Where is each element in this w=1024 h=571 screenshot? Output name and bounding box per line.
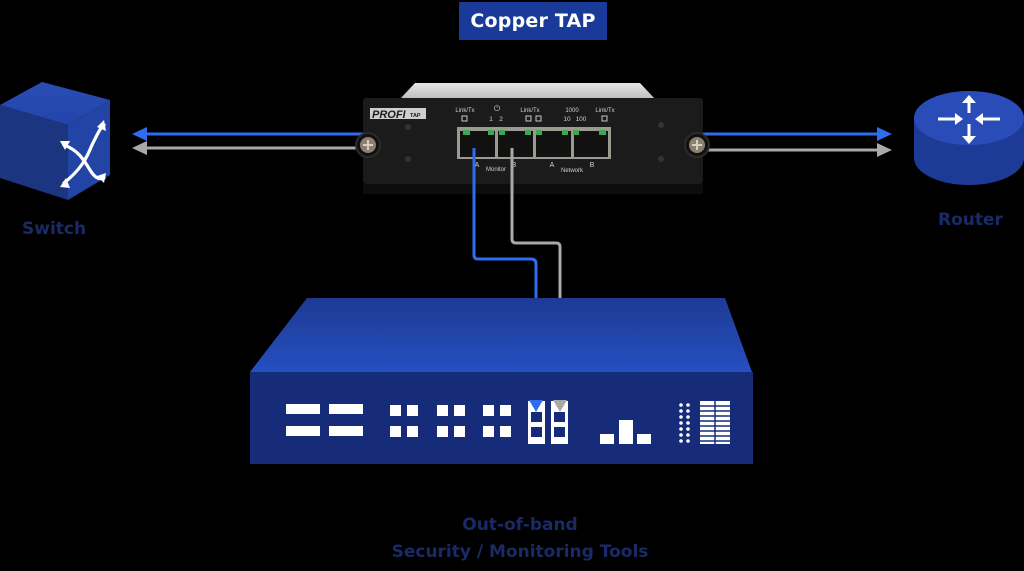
status-led-icon	[525, 115, 532, 122]
tap-logo-brand: PROFI	[372, 109, 407, 121]
router-top	[914, 91, 1024, 145]
tool-slot-group-wide	[286, 404, 363, 436]
tool-front-face	[250, 372, 753, 464]
status-led-icon	[461, 115, 468, 122]
monitoring-tool-label-line1: Out-of-band	[462, 515, 578, 535]
led-label: Link/Tx	[595, 108, 614, 114]
port-letter: B	[512, 162, 517, 169]
status-led-icon	[601, 115, 608, 122]
arrow-right-blue-icon	[877, 127, 892, 141]
tap-logo-plate	[370, 108, 426, 119]
rj45-port-monitor-b	[488, 130, 533, 157]
router-four-arrows-icon	[938, 95, 1000, 144]
arrow-down-gray-icon	[553, 400, 567, 412]
tool-vent-lines	[700, 401, 730, 444]
power-symbol-icon: ⏻	[494, 104, 501, 113]
arrow-right-gray-icon	[877, 143, 892, 157]
arrow-left-gray-icon	[132, 141, 147, 155]
tool-port-quad	[437, 405, 465, 437]
tool-port-quad	[390, 405, 418, 437]
tool-rj45-port-gray-input	[551, 401, 568, 444]
network-links	[132, 127, 892, 157]
rj45-port-network-b	[562, 130, 608, 157]
tool-dot-column-icon	[679, 403, 690, 443]
led-label: 1000	[565, 108, 579, 114]
port-number: 10	[563, 116, 571, 123]
port-number: 100	[576, 116, 587, 123]
port-letter: A	[475, 162, 480, 169]
diagram-title: Copper TAP	[459, 2, 607, 40]
mount-screw-icon	[658, 156, 664, 162]
rj45-port-monitor-a	[460, 130, 495, 157]
switch-left-face	[0, 105, 68, 200]
monitoring-tool-label: Out-of-band Security / Monitoring Tools	[340, 512, 700, 566]
monitoring-tool-device	[250, 298, 753, 464]
tap-chassis-top	[400, 83, 655, 99]
router-label: Router	[938, 210, 1003, 230]
monitoring-tool-label-line2: Security / Monitoring Tools	[391, 542, 649, 562]
switch-cross-arrows-icon	[60, 120, 106, 188]
led-label: Link/Tx	[520, 108, 539, 114]
port-number: 1	[489, 116, 493, 123]
tap-logo-sub: TAP	[410, 113, 421, 119]
mount-screw-icon	[405, 156, 411, 162]
port-number: 2	[499, 116, 503, 123]
mount-screw-icon	[405, 124, 411, 130]
led-label: Link/Tx	[455, 108, 474, 114]
tool-bar-glyph-icon	[600, 420, 651, 444]
tool-rj45-port-blue-input	[528, 401, 545, 444]
thumb-screw-right-icon	[684, 132, 710, 158]
port-group-label-network: Network	[561, 168, 584, 174]
switch-device	[0, 82, 110, 200]
tap-shadow	[363, 184, 703, 194]
arrow-down-blue-icon	[529, 400, 543, 412]
mount-screw-icon	[658, 122, 664, 128]
port-letter: A	[550, 162, 555, 169]
thumb-screw-left-icon	[355, 132, 381, 158]
port-group-label-monitor: Monitor	[486, 167, 506, 173]
port-letter: B	[590, 162, 595, 169]
tool-top-face	[250, 298, 752, 372]
switch-top-face	[0, 82, 110, 125]
router-device	[914, 91, 1024, 185]
arrow-left-blue-icon	[132, 127, 147, 141]
monitor-cable-a	[472, 148, 538, 398]
tool-port-quad	[483, 405, 511, 437]
copper-tap-device: PROFI TAP Link/Tx ⏻ Link/Tx 1000 Link/Tx…	[355, 83, 710, 194]
rj45-port-network-a	[525, 130, 571, 157]
switch-label: Switch	[22, 219, 87, 239]
status-led-icon	[535, 115, 542, 122]
monitor-cable-b	[510, 148, 562, 398]
